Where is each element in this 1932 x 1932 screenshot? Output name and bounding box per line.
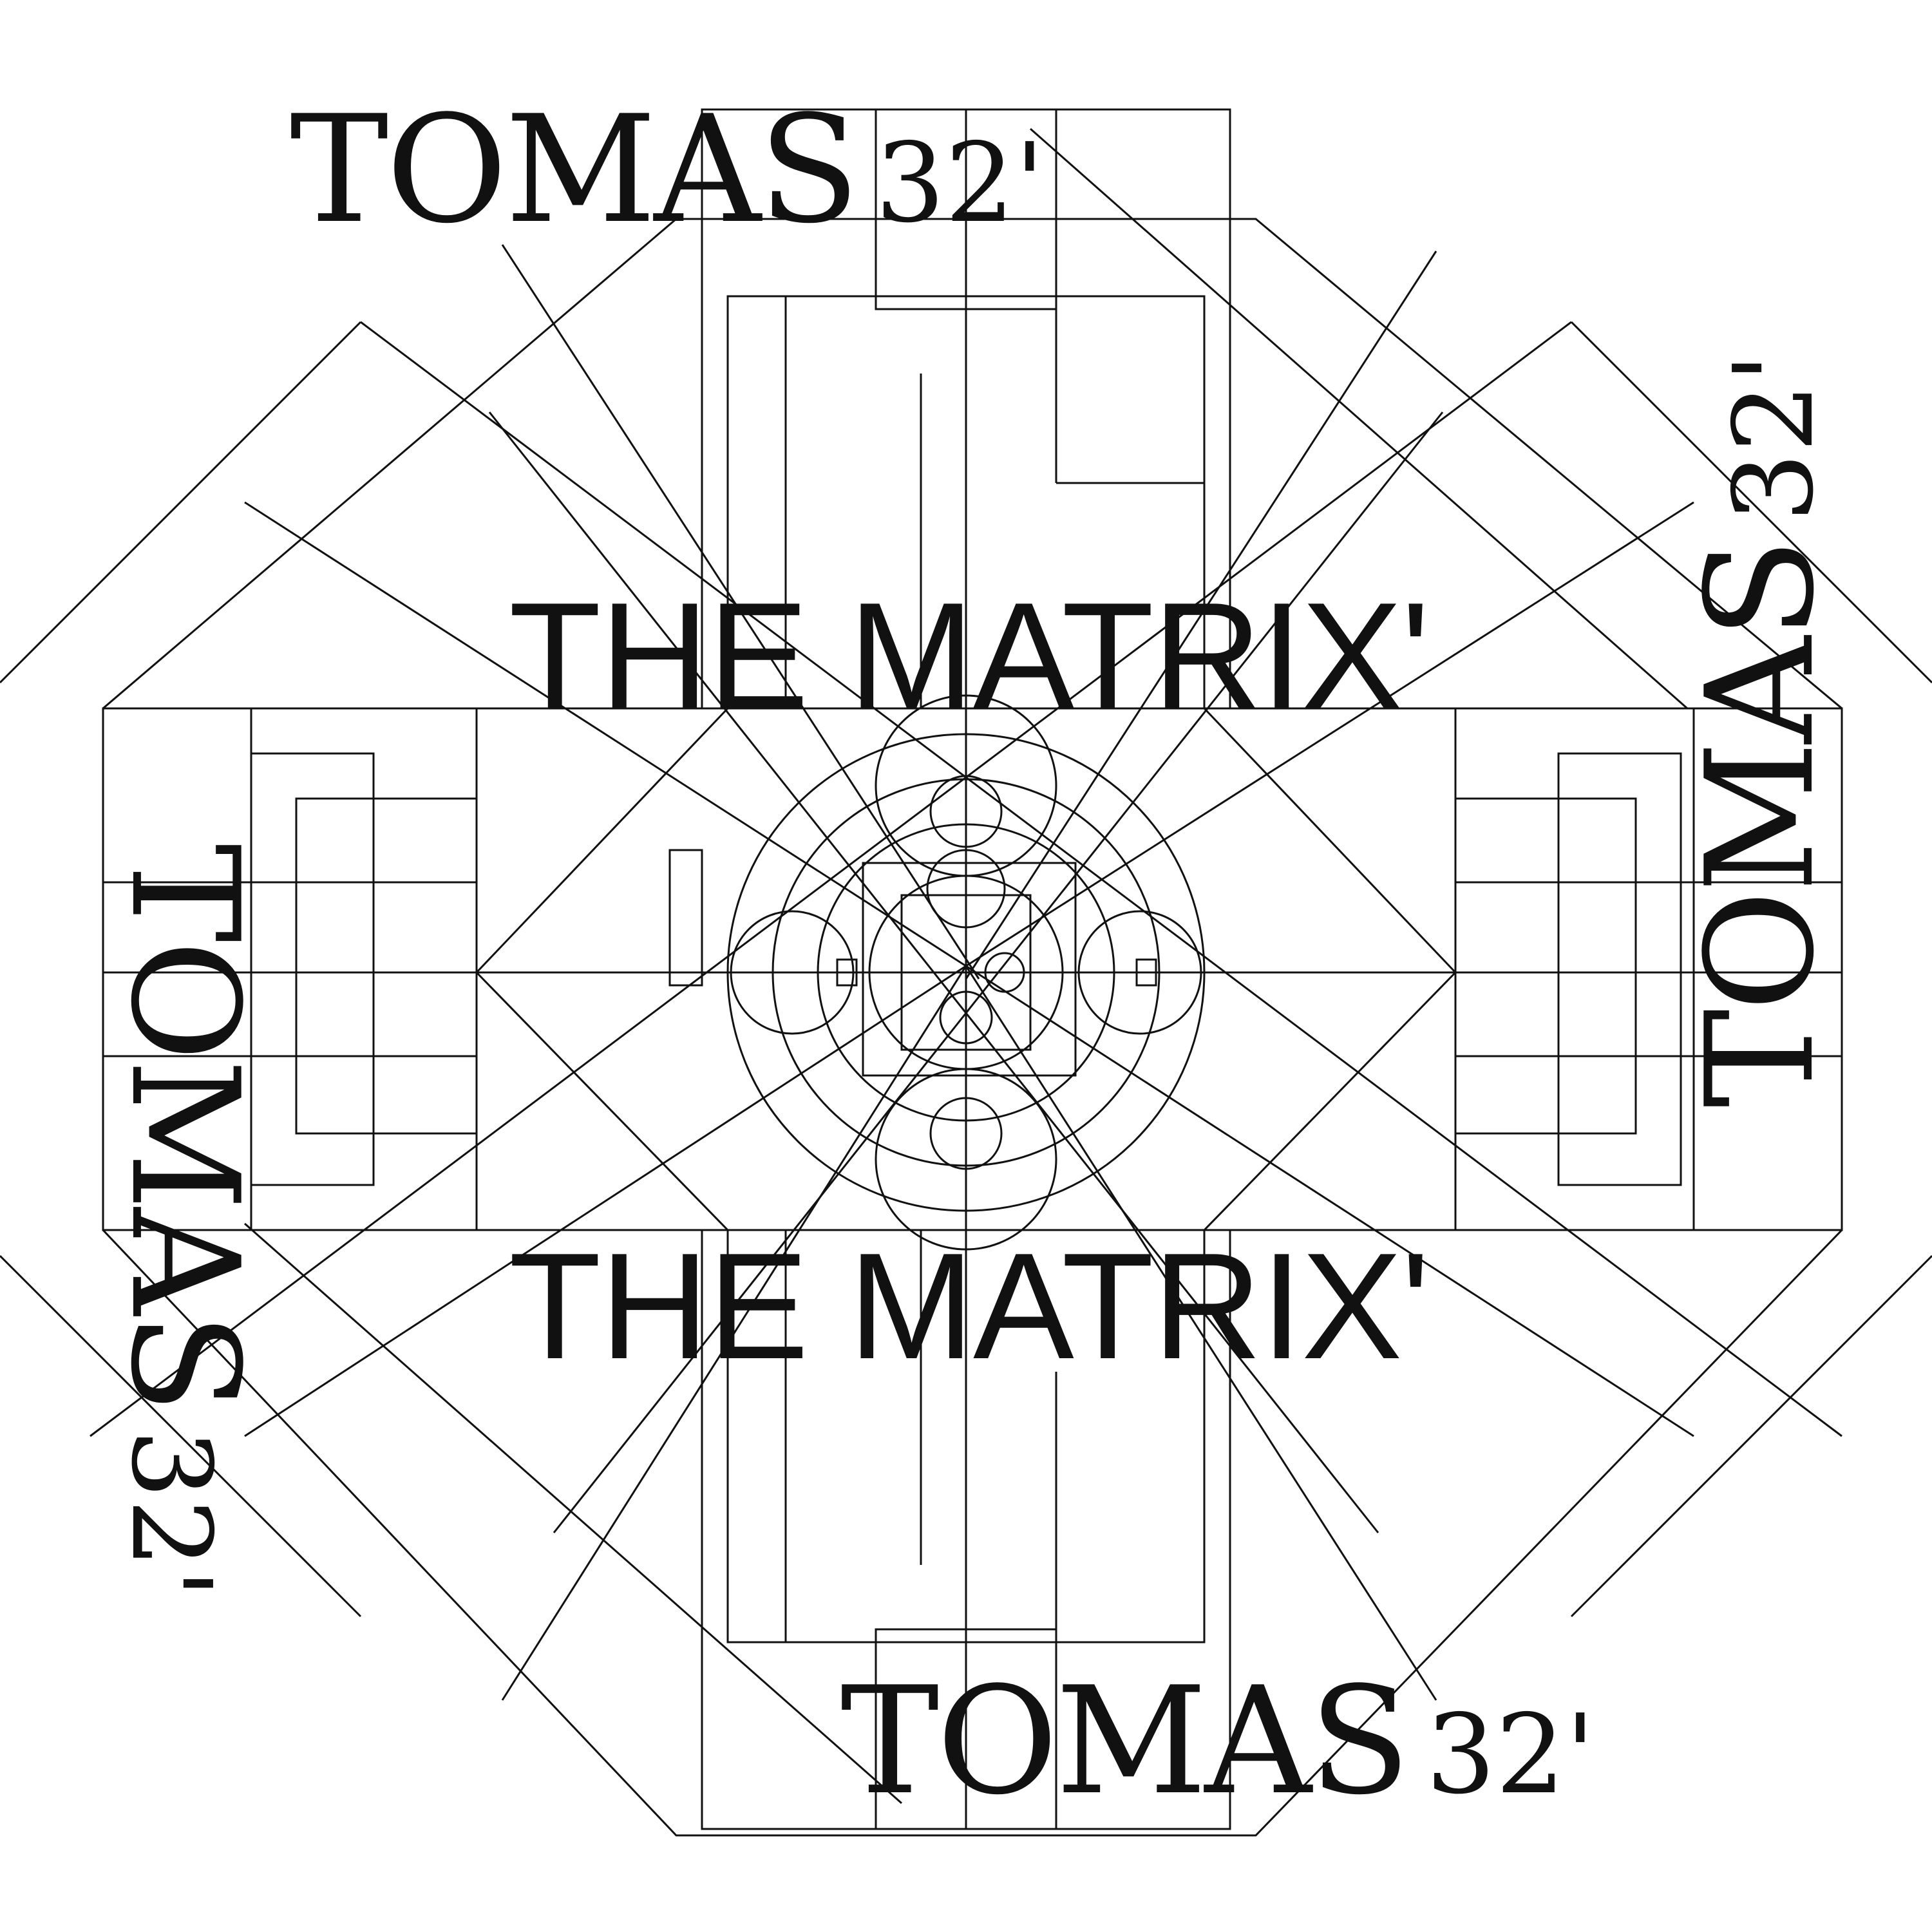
tomas-label-right: TOMAS 32' [1675, 352, 1847, 1108]
tomas-word: TOMAS [1675, 540, 1847, 1108]
tomas-word: TOMAS [98, 844, 270, 1412]
matrix-label-lower: THE MATRIX' [509, 1221, 1430, 1390]
tomas-number: 32' [1710, 352, 1838, 522]
tomas-word: TOMAS [840, 1656, 1410, 1828]
octagon-frame [102, 218, 1843, 1837]
tomas-label-left: TOMAS 32' [98, 844, 270, 1599]
tomas-number: 32' [875, 120, 1045, 247]
tomas-number: 32' [107, 1429, 234, 1599]
tomas-number: 32' [1426, 1691, 1596, 1819]
matrix-label-upper: THE MATRIX' [509, 571, 1430, 740]
tomas-word: TOMAS [290, 84, 860, 256]
